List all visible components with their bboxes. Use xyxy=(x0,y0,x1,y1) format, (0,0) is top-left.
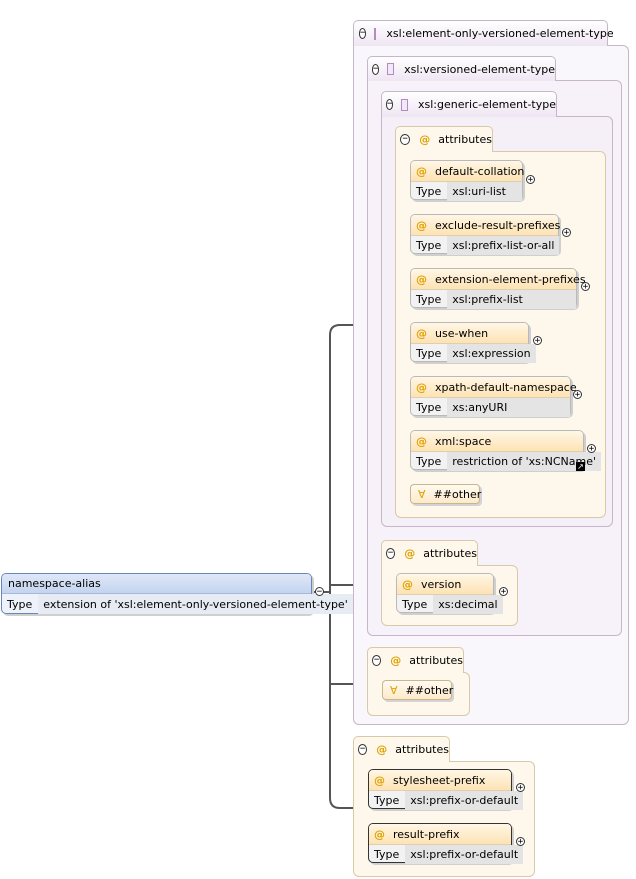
root-type-value: extension of 'xsl:element-only-versioned… xyxy=(38,594,353,614)
expand-icon[interactable]: + xyxy=(573,390,582,400)
expand-icon[interactable]: + xyxy=(526,175,535,185)
attributes-label: attributes xyxy=(395,743,449,756)
type-label: Type xyxy=(416,185,442,198)
any-attribute-outer[interactable]: ∀ ##other xyxy=(382,680,454,700)
attribute-icon: @ xyxy=(402,577,413,591)
attributes-label: attributes xyxy=(423,547,477,560)
attribute-icon: @ xyxy=(390,654,402,667)
attribute-version[interactable]: @ version Type xs:decimal xyxy=(396,573,503,614)
attribute-icon: @ xyxy=(416,218,427,232)
type-label: Type xyxy=(374,794,400,807)
collapse-icon[interactable]: − xyxy=(372,63,380,75)
type-value: restriction of 'xs:NCName' xyxy=(447,452,602,471)
attribute-icon: @ xyxy=(416,326,427,340)
complex-type-icon xyxy=(387,63,395,75)
attribute-exclude-result-prefixes[interactable]: @ exclude-result-prefixes Type xsl:prefix-… xyxy=(410,214,561,255)
type-value: xsl:prefix-or-default xyxy=(405,845,524,864)
expand-icon[interactable]: + xyxy=(499,587,508,597)
attributes-tab-versioned[interactable]: − @ attributes xyxy=(381,540,478,566)
collapse-icon[interactable]: − xyxy=(386,548,396,559)
expand-icon[interactable]: + xyxy=(562,228,571,238)
collapse-icon[interactable]: − xyxy=(386,99,394,110)
complex-type-tab-element-only-versioned[interactable]: − xsl:element-only-versioned-element-typ… xyxy=(353,20,614,46)
attribute-stylesheet-prefix[interactable]: @ stylesheet-prefix Type xsl:prefix-or-def… xyxy=(368,769,524,810)
type-value: xs:decimal xyxy=(433,595,503,614)
attribute-name: xml:space xyxy=(435,434,492,448)
type-value: xsl:prefix-list xyxy=(447,290,576,309)
type-label: Type xyxy=(402,598,428,611)
arrow-link-icon[interactable]: ↗ xyxy=(576,462,585,471)
complex-type-name: xsl:element-only-versioned-element-type xyxy=(386,27,614,40)
complex-type-name: xsl:generic-element-type xyxy=(418,98,556,111)
expand-icon[interactable]: + xyxy=(516,783,525,793)
attribute-name: result-prefix xyxy=(393,827,460,841)
type-value: xsl:uri-list xyxy=(447,182,522,201)
attribute-icon: @ xyxy=(374,773,385,787)
complex-type-name: xsl:versioned-element-type xyxy=(404,62,555,76)
attribute-icon: @ xyxy=(416,272,427,286)
attribute-name: exclude-result-prefixes xyxy=(435,218,561,232)
collapse-icon[interactable]: − xyxy=(372,655,382,666)
attribute-icon: @ xyxy=(416,380,427,394)
any-attribute-generic[interactable]: ∀ ##other xyxy=(410,484,482,504)
attribute-name: xpath-default-namespace xyxy=(435,380,577,394)
type-label: Type xyxy=(416,347,442,360)
attribute-name: stylesheet-prefix xyxy=(393,773,486,787)
type-label: Type xyxy=(374,848,400,861)
expand-icon[interactable]: + xyxy=(581,282,590,292)
attribute-extension-element-prefixes[interactable]: @ extension-element-prefixes Type xsl:pref… xyxy=(410,268,586,309)
expand-icon[interactable]: + xyxy=(533,336,542,346)
attributes-label: attributes xyxy=(409,654,463,667)
attribute-xml-space[interactable]: @ xml:space Type restriction of 'xs:NCName… xyxy=(410,430,602,471)
attribute-icon: @ xyxy=(419,133,431,146)
collapse-icon[interactable]: − xyxy=(400,134,411,145)
type-value: xsl:prefix-list-or-all xyxy=(447,236,560,255)
attribute-use-when[interactable]: @ use-when Type xsl:expression xyxy=(410,322,536,363)
root-element-box[interactable]: namespace-alias Type extension of 'xsl:e… xyxy=(1,573,353,614)
type-value: xsl:prefix-or-default xyxy=(405,791,524,810)
attributes-tab-generic[interactable]: − @ attributes xyxy=(395,126,493,152)
attribute-icon: @ xyxy=(374,827,385,841)
collapse-icon[interactable]: − xyxy=(359,28,367,39)
type-value: xsl:expression xyxy=(447,344,536,363)
expand-icon[interactable]: + xyxy=(587,444,596,454)
attribute-xpath-default-namespace[interactable]: @ xpath-default-namespace Type xs:anyURI xyxy=(410,376,577,417)
attribute-name: version xyxy=(421,577,462,591)
attributes-tab-own[interactable]: − @ attributes xyxy=(353,736,450,762)
attribute-icon: @ xyxy=(404,547,416,560)
connector-main xyxy=(329,324,396,809)
collapse-icon[interactable]: − xyxy=(358,744,368,755)
root-type-label: Type xyxy=(7,597,33,611)
attribute-name: default-collation xyxy=(435,164,525,178)
type-label: Type xyxy=(416,293,442,306)
complex-type-tab-versioned[interactable]: − xsl:versioned-element-type xyxy=(367,56,556,81)
attribute-name: extension-element-prefixes xyxy=(435,272,586,286)
root-element-name: namespace-alias xyxy=(2,574,311,594)
complex-type-tab-generic[interactable]: − xsl:generic-element-type xyxy=(381,91,557,117)
type-value: xs:anyURI xyxy=(447,398,570,417)
attributes-label: attributes xyxy=(438,133,492,146)
expand-icon[interactable]: + xyxy=(516,837,525,847)
attribute-default-collation[interactable]: @ default-collation Type xsl:uri-list xyxy=(410,160,525,201)
attribute-icon: @ xyxy=(416,434,427,448)
type-label: Type xyxy=(416,401,442,414)
attribute-icon: @ xyxy=(376,743,388,756)
attributes-tab-any[interactable]: − @ attributes xyxy=(367,647,464,673)
collapse-root-icon[interactable]: − xyxy=(315,587,324,597)
attribute-result-prefix[interactable]: @ result-prefix Type xsl:prefix-or-default xyxy=(368,823,524,864)
type-label: Type xyxy=(416,455,442,468)
any-attribute-label: ##other xyxy=(405,683,454,697)
type-label: Type xyxy=(416,239,442,252)
attribute-icon: @ xyxy=(416,164,427,178)
any-attribute-icon: ∀ xyxy=(390,683,398,697)
complex-type-icon xyxy=(374,27,377,40)
complex-type-icon xyxy=(401,98,408,111)
any-attribute-icon: ∀ xyxy=(418,487,426,501)
attribute-name: use-when xyxy=(435,326,489,340)
any-attribute-label: ##other xyxy=(433,487,482,501)
